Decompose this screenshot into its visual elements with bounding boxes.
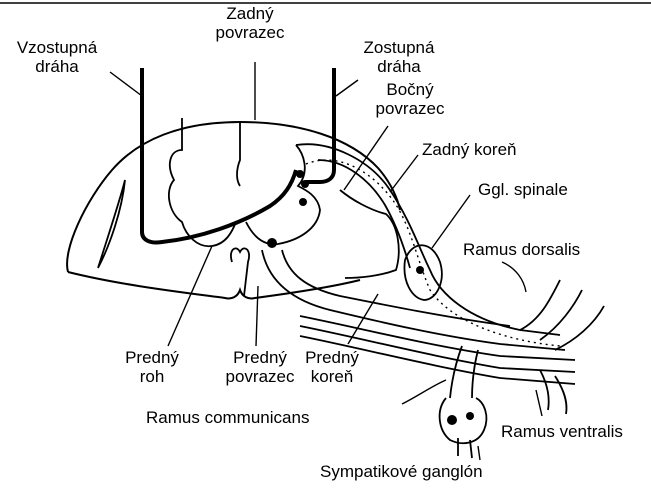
- leader-ramus-dorsalis: [502, 262, 526, 292]
- neuron-dot-3: [299, 198, 307, 206]
- leader-zostupna: [336, 80, 358, 96]
- sympathetic-ganglion: [440, 398, 487, 443]
- ramus-ventralis-branch: [540, 370, 549, 410]
- cord-outline-bottom: [68, 272, 360, 299]
- leader-sympatikove: [478, 446, 480, 460]
- leader-predny-povrazec: [256, 286, 258, 346]
- label-zadny-povrazec-line1: Zadný: [200, 4, 300, 23]
- neuron-dot-1: [296, 170, 304, 178]
- label-zadny-koren: Zadný koreň: [422, 140, 517, 159]
- ascending-tract: [142, 68, 296, 243]
- label-predny-koren-line1: Predný: [292, 348, 372, 367]
- label-bocny-line1: Bočný: [360, 80, 460, 99]
- inner-left-contour: [98, 180, 125, 268]
- sympathetic-output: [458, 438, 472, 458]
- ganglion-cell-dot: [416, 266, 424, 274]
- label-ggl-spinale: Ggl. spinale: [478, 180, 568, 199]
- ramus-dorsalis-branch-3: [555, 306, 604, 350]
- label-zadny-povrazec-line2: povrazec: [200, 23, 300, 42]
- label-predny-koren-line2: koreň: [292, 367, 372, 386]
- motor-neuron-dot: [267, 238, 277, 248]
- label-sympatikove-ganglion: Sympatikové ganglón: [320, 462, 483, 481]
- label-vzostupna-line1: Vzostupná: [2, 38, 112, 57]
- leader-ramus-communicans: [402, 380, 446, 404]
- sympathetic-cell-dot-1: [447, 415, 457, 425]
- descending-tract: [306, 68, 334, 182]
- ramus-dorsalis-branch: [520, 280, 560, 330]
- leader-zadny-koren: [390, 155, 418, 192]
- leader-vzostupna: [110, 72, 142, 96]
- label-ramus-ventralis: Ramus ventralis: [501, 422, 623, 441]
- label-bocny-line2: povrazec: [360, 99, 460, 118]
- label-predny-roh-line2: roh: [112, 367, 192, 386]
- label-zostupna-line2: dráha: [344, 57, 454, 76]
- label-predny-koren: Predný koreň: [292, 348, 372, 386]
- label-vzostupna-line2: dráha: [2, 57, 112, 76]
- ventral-root-upper: [262, 250, 565, 350]
- label-vzostupna-draha: Vzostupná dráha: [2, 38, 112, 76]
- leader-predny-koren: [348, 294, 378, 344]
- right-lateral-contour: [340, 190, 399, 278]
- label-predny-roh: Predný roh: [112, 348, 192, 386]
- leader-ramus-ventralis: [536, 390, 542, 416]
- label-ramus-communicans: Ramus communicans: [146, 408, 309, 427]
- label-zostupna-draha: Zostupná dráha: [344, 38, 454, 76]
- label-zadny-povrazec: Zadný povrazec: [200, 4, 300, 42]
- neuron-dot-2: [301, 180, 309, 188]
- ramus-communicans: [450, 346, 462, 398]
- posterior-septum: [237, 122, 240, 186]
- sympathetic-cell-dot-2: [466, 412, 474, 420]
- label-bocny-povrazec: Bočný povrazec: [360, 80, 460, 118]
- label-zostupna-line1: Zostupná: [344, 38, 454, 57]
- label-predny-roh-line1: Predný: [112, 348, 192, 367]
- label-ramus-dorsalis: Ramus dorsalis: [463, 240, 580, 259]
